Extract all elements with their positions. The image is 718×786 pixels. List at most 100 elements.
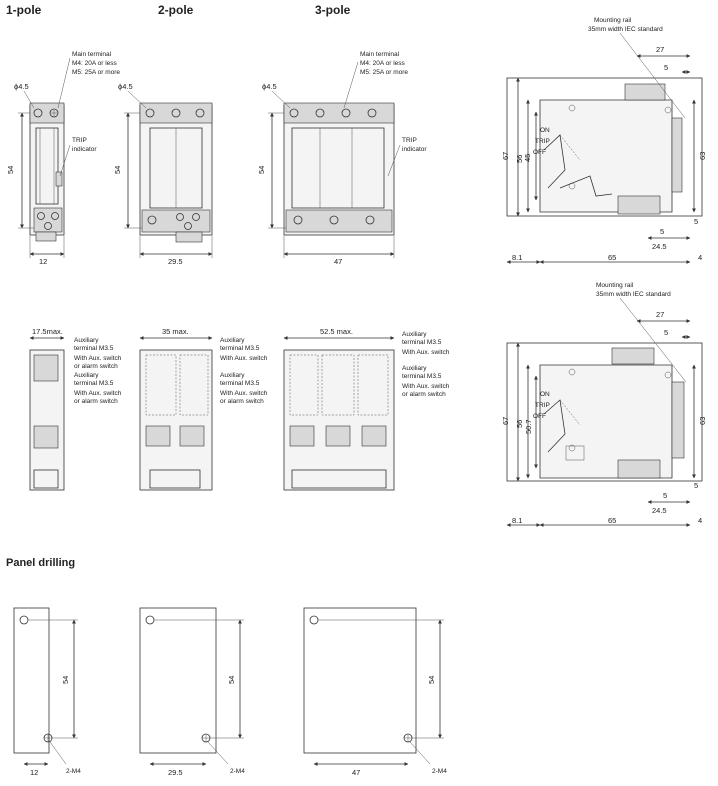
drill1-dim-12: 12 (30, 768, 38, 777)
main-terminal-1-title: Main terminal (72, 51, 112, 58)
drill2-screw: 2-M4 (230, 768, 245, 775)
dim-54-1: 54 (6, 166, 15, 174)
aux-sw-1c-b: or alarm switch (74, 398, 118, 405)
aux-term-2-b: terminal M3.5 (220, 345, 260, 352)
side1-off: OFF (533, 149, 546, 156)
drill3-dim-47: 47 (352, 768, 360, 777)
front-view-1-pole (29, 102, 65, 242)
dim-17-5max: 17.5max. (32, 327, 63, 336)
side2-dim-56: 56 (515, 420, 524, 428)
dim-54-2: 54 (113, 166, 122, 174)
side2-dim-27: 27 (656, 310, 664, 319)
aux-term-2c-a: Auxiliary (220, 372, 245, 379)
side1-dim-8-1: 8.1 (512, 253, 522, 262)
panel-drill-2-pole (139, 607, 217, 754)
trip-indicator-1-line2: indicator (72, 146, 97, 153)
main-terminal-3-m5: M5: 25A or more (360, 69, 408, 76)
panel-drill-3-pole (303, 607, 417, 754)
aux-sw-3c-a: With Aux. switch (402, 383, 450, 390)
aux-sw-2: With Aux. switch (220, 355, 268, 362)
dim-54-3: 54 (257, 166, 266, 174)
hole-label-3: ϕ4.5 (262, 82, 277, 91)
side2-dim-63: 63 (698, 417, 707, 425)
aux-term-1-b: terminal M3.5 (74, 345, 114, 352)
main-terminal-3-m4: M4: 20A or less (360, 60, 406, 67)
side2-off: OFF (533, 413, 546, 420)
aux-term-3c-b: terminal M3.5 (402, 373, 442, 380)
drill1-screw: 2-M4 (66, 768, 81, 775)
drill2-dim-29-5: 29.5 (168, 768, 183, 777)
side2-dim-5a: 5 (664, 328, 668, 337)
aux-sw-3c-b: or alarm switch (402, 391, 446, 398)
aux-term-2-a: Auxiliary (220, 337, 245, 344)
side2-dim-5c: 5 (694, 481, 698, 490)
side1-dim-5a: 5 (664, 63, 668, 72)
aux-sw-2c-a: With Aux. switch (220, 390, 268, 397)
side2-dim-4: 4 (698, 516, 702, 525)
side2-dim-24-5: 24.5 (652, 506, 667, 515)
front-view-2-pole (139, 102, 213, 243)
side1-trip: TRIP (535, 138, 550, 145)
hole-label-2: ϕ4.5 (118, 82, 133, 91)
trip-indicator-3-line2: indicator (402, 146, 427, 153)
side1-dim-5b: 5 (660, 227, 664, 236)
dim-29-5-front: 29.5 (168, 257, 183, 266)
side2-dim-8-1: 8.1 (512, 516, 522, 525)
main-terminal-1-m4: M4: 20A or less (72, 60, 118, 67)
aux-sw-1c-a: With Aux. switch (74, 390, 122, 397)
aux-view-3-pole (283, 349, 395, 491)
header-1-pole: 1-pole (6, 3, 42, 17)
dim-52-5max: 52.5 max. (320, 327, 353, 336)
aux-term-1-a: Auxiliary (74, 337, 99, 344)
aux-view-2-pole (139, 349, 213, 491)
side1-dim-27: 27 (656, 45, 664, 54)
section-panel-drilling: Panel drilling (6, 557, 75, 569)
front-view-3-pole (283, 102, 395, 236)
side2-dim-65: 65 (608, 516, 616, 525)
side1-on: ON (540, 127, 550, 134)
rail-label-lower-1: Mounting rail (596, 282, 634, 289)
rail-label-upper-2: 35mm width IEC standard (588, 26, 663, 33)
drill3-dim-54: 54 (427, 676, 436, 684)
drill1-dim-54: 54 (61, 676, 70, 684)
side1-dim-65: 65 (608, 253, 616, 262)
aux-term-2c-b: terminal M3.5 (220, 380, 260, 387)
aux-sw-1-a: With Aux. switch (74, 355, 122, 362)
side1-dim-5c: 5 (694, 217, 698, 226)
rail-label-upper-1: Mounting rail (594, 17, 632, 24)
side1-dim-56: 56 (515, 155, 524, 163)
side2-on: ON (540, 391, 550, 398)
aux-sw-3: With Aux. switch (402, 349, 450, 356)
side1-dim-45: 45 (523, 154, 532, 162)
aux-sw-2c-b: or alarm switch (220, 398, 264, 405)
side2-trip: TRIP (535, 402, 550, 409)
side-view-upper (506, 77, 703, 217)
aux-term-3-b: terminal M3.5 (402, 339, 442, 346)
aux-sw-1-b: or alarm switch (74, 363, 118, 370)
dim-35max: 35 max. (162, 327, 189, 336)
panel-drill-1-pole (13, 607, 53, 754)
main-terminal-1-m5: M5: 25A or more (72, 69, 120, 76)
side2-dim-50-7: 50.7 (524, 419, 533, 434)
header-2-pole: 2-pole (158, 3, 194, 17)
aux-term-3c-a: Auxiliary (402, 365, 427, 372)
trip-indicator-1-line1: TRIP (72, 137, 87, 144)
hole-label-1: ϕ4.5 (14, 82, 29, 91)
header-3-pole: 3-pole (315, 3, 351, 17)
dim-12-front: 12 (39, 257, 47, 266)
main-terminal-3-title: Main terminal (360, 51, 400, 58)
side1-dim-67: 67 (501, 152, 510, 160)
side-view-lower (506, 342, 703, 482)
aux-term-1c-b: terminal M3.5 (74, 380, 114, 387)
trip-indicator-3-line1: TRIP (402, 137, 417, 144)
side2-dim-67: 67 (501, 417, 510, 425)
side2-dim-5b: 5 (663, 491, 667, 500)
side1-dim-24-5: 24.5 (652, 242, 667, 251)
side1-dim-4: 4 (698, 253, 702, 262)
side1-dim-63: 63 (698, 152, 707, 160)
aux-term-1c-a: Auxiliary (74, 372, 99, 379)
dim-47-front: 47 (334, 257, 342, 266)
drill3-screw: 2-M4 (432, 768, 447, 775)
aux-term-3-a: Auxiliary (402, 331, 427, 338)
